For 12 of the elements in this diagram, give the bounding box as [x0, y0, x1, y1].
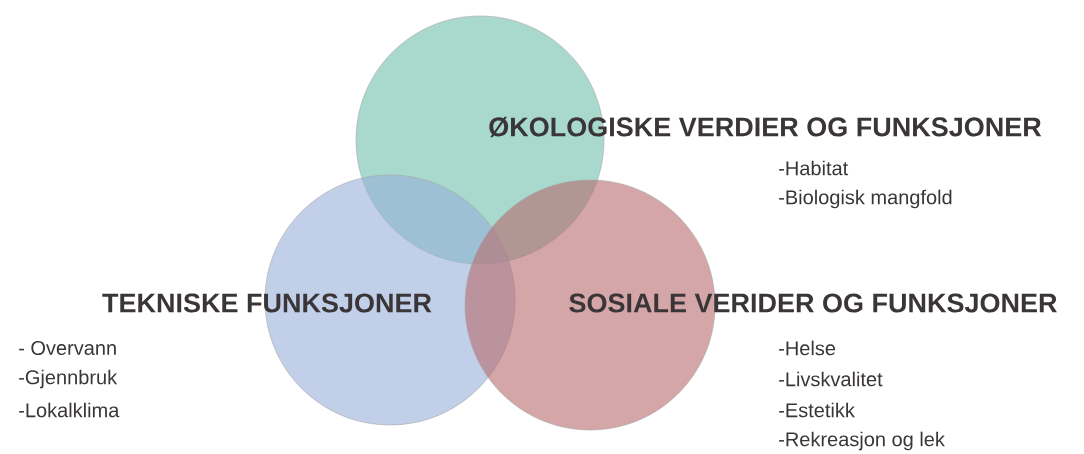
bullet-item: -Livskvalitet [779, 371, 883, 387]
bullet-item: -Helse [779, 340, 836, 356]
bullet-item: -Estetikk [779, 402, 855, 418]
bullet-item: - Overvann [19, 340, 116, 356]
heading: SOSIALE VERIDER OG FUNKSJONER [569, 293, 1057, 313]
heading: TEKNISKE FUNKSJONER [102, 293, 432, 313]
bullet-item: -Gjennbruk [19, 369, 118, 389]
bullet-item: -Rekreasjon og lek [779, 431, 945, 451]
bullet-item: -Lokalklima [19, 402, 120, 418]
bullet-item: -Biologisk mangfold [779, 189, 952, 209]
heading: ØKOLOGISKE VERDIER OG FUNKSJONER [489, 116, 1042, 138]
bullet-item: -Habitat [779, 160, 849, 176]
